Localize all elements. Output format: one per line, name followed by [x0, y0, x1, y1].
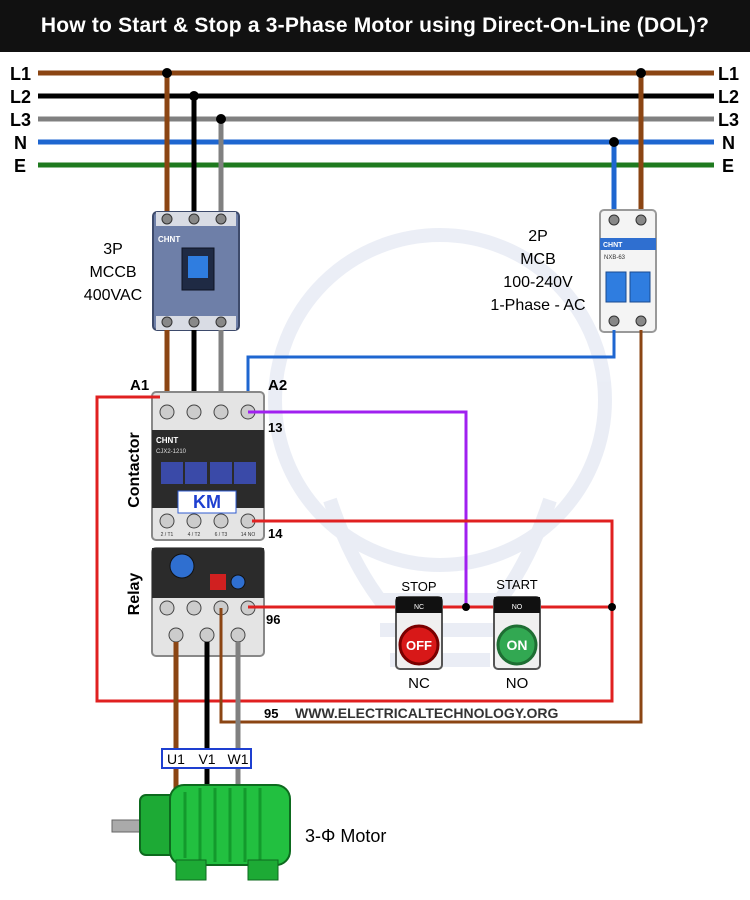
terminal-u1: U1	[167, 751, 185, 767]
contactor-model: CJX2-1210	[156, 449, 187, 455]
start-title: START	[496, 577, 537, 592]
label-l2-left: L2	[10, 87, 31, 107]
label-l1-left: L1	[10, 64, 31, 84]
label-l2-right: L2	[718, 87, 739, 107]
terminal-a1: A1	[130, 377, 149, 394]
mcb-label-2: MCB	[520, 251, 556, 268]
motor-terminal-box: U1 V1 W1	[161, 748, 252, 769]
contactor-term-t3: 6 / T3	[215, 532, 228, 538]
mcb-label-3: 100-240V	[503, 274, 573, 291]
terminal-v1: V1	[198, 751, 215, 767]
start-face-label: ON	[507, 637, 528, 653]
junction-dots	[162, 68, 646, 147]
terminal-96: 96	[266, 612, 280, 627]
mcb-brand: CHNT	[603, 242, 623, 249]
label-n-right: N	[722, 133, 735, 153]
terminal-a2: A2	[268, 377, 287, 394]
motor-feed-wires	[173, 642, 241, 800]
stop-face-label: OFF	[406, 638, 432, 653]
mccb-label-3: 400VAC	[84, 287, 142, 304]
terminal-13: 13	[268, 420, 282, 435]
website-watermark: WWW.ELECTRICALTECHNOLOGY.ORG	[295, 705, 558, 721]
stop-contact-label: NC	[408, 675, 430, 692]
control-junctions	[462, 603, 616, 611]
start-contact-label: NO	[506, 675, 529, 692]
mccb-label-2: MCCB	[89, 264, 136, 281]
mcb-model: NXB-63	[604, 255, 626, 261]
motor-label: 3-Φ Motor	[305, 826, 386, 846]
overload-relay[interactable]	[151, 547, 265, 657]
label-n-left: N	[14, 133, 27, 153]
contactor[interactable]: CHNT CJX2-1210 KM 2 / T1 4 / T2 6 / T3 1…	[151, 391, 265, 541]
stop-button[interactable]: NC OFF	[395, 596, 443, 670]
contactor-term-no: 14 NO	[241, 532, 256, 538]
start-contact-type: NO	[512, 604, 523, 611]
contactor-brand: CHNT	[156, 436, 178, 445]
stop-title: STOP	[401, 579, 436, 594]
mcb-label-1: 2P	[528, 228, 548, 245]
terminal-w1: W1	[228, 751, 249, 767]
mcb-breaker[interactable]: CHNT NXB-63	[599, 209, 657, 333]
mccb-label-1: 3P	[103, 241, 123, 258]
terminal-14: 14	[268, 526, 283, 541]
mccb-brand: CHNT	[158, 235, 180, 244]
contactor-term-t1: 2 / T1	[161, 532, 174, 538]
contactor-label: Contactor	[126, 432, 143, 508]
start-button[interactable]: NO ON	[493, 596, 541, 670]
stop-contact-type: NC	[414, 604, 424, 611]
red-14-loop	[252, 519, 614, 607]
relay-label: Relay	[126, 573, 143, 616]
contactor-tag: KM	[193, 492, 221, 512]
purple-13-to-stop	[248, 410, 468, 607]
motor[interactable]	[111, 784, 291, 881]
terminal-95: 95	[264, 706, 278, 721]
neutral-to-a2-wire	[246, 330, 616, 400]
diagram-title: How to Start & Stop a 3-Phase Motor usin…	[40, 14, 710, 37]
label-l3-right: L3	[718, 110, 739, 130]
label-e-right: E	[722, 156, 734, 176]
brown-95-supply	[219, 330, 643, 724]
mccb-breaker[interactable]: CHNT	[152, 211, 240, 331]
label-l1-right: L1	[718, 64, 739, 84]
label-e-left: E	[14, 156, 26, 176]
red-a1-loop	[95, 395, 614, 703]
mcb-label-4: 1-Phase - AC	[490, 297, 585, 314]
drop-wires	[164, 73, 644, 215]
contactor-term-t2: 4 / T2	[188, 532, 201, 538]
control-wires	[95, 330, 643, 724]
label-l3-left: L3	[10, 110, 31, 130]
title-bar: How to Start & Stop a 3-Phase Motor usin…	[0, 0, 750, 52]
supply-lines: L1 L2 L3 N E L1 L2 L3 N E	[10, 64, 739, 176]
